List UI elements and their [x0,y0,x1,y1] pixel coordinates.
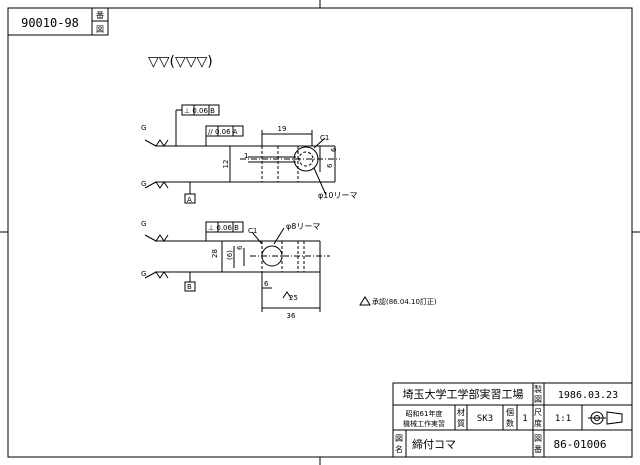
label-made-1: 製 [534,384,542,394]
dim-chamfer: C1 [320,134,329,142]
finish-mark-value: 25 [289,294,298,302]
revision-note-text: 承認(86.04.10訂正) [372,297,437,306]
bottom-view [144,221,330,312]
revision-note: 承認(86.04.10訂正) [359,296,437,306]
surface-mark-g-3: G [141,220,146,228]
label-number-1: 図 [534,434,542,443]
top-view [144,104,340,204]
tolerance-frame-parallelism: // 0.06 A [208,128,238,136]
scale-value: 1:1 [555,414,571,424]
dim-bottom-inner-height: (6) [226,250,234,260]
reversed-number-label-1: 番 [96,10,104,20]
drawing-number: 86-01006 [554,438,607,451]
surface-mark-g-1: G [141,124,146,132]
course-line-2: 機械工作実習 [403,419,445,428]
label-made-2: 図 [534,395,542,404]
part-name: 締付コマ [412,437,456,451]
label-material-2: 質 [457,418,465,428]
reversed-number-label-2: 図 [96,25,104,34]
count-value: 1 [522,414,527,424]
label-name-1: 図 [395,434,403,443]
label-count-2: 数 [506,418,514,428]
dim-bottom-width: 36 [287,312,296,320]
reversed-number-box: 90010-98 番 図 [7,7,109,36]
surface-mark-g-4: G [141,270,146,278]
reamer-top-note: φ10リーマ [318,191,357,200]
title-block [392,382,633,458]
dim-hole-dia: 6 [326,163,334,168]
label-scale-1: 尺 [534,408,542,417]
surface-mark-g-2: G [141,180,146,188]
label-material-1: 材 [457,407,465,417]
drawing-date: 1986.03.23 [558,390,618,401]
label-scale-2: 度 [534,418,542,428]
tolerance-frame-perpendicularity-1: ⊥ 0.06 B [184,107,215,115]
dim-bottom-offset: 6 [264,280,269,288]
reamer-bottom-note: φ8リーマ [286,222,320,231]
material-value: SK3 [477,414,493,424]
label-name-2: 名 [395,444,403,454]
label-count-1: 個 [506,407,514,417]
reversed-drawing-number: 90010-98 [21,16,79,30]
datum-b-label: B [187,283,192,291]
dim-chamfer-bottom: C1 [248,227,257,235]
dim-side-width: 6 [330,147,338,152]
dim-slot-width: 1 [244,152,248,160]
dim-top-width: 19 [278,125,287,133]
dim-bottom-hole-dia: 6 [236,245,244,250]
surface-finish-symbols: ▽▽(▽▽▽) [148,54,213,70]
label-number-2: 番 [534,444,542,454]
datum-a-label: A [187,196,192,204]
organization-name: 埼玉大学工学部実習工場 [403,387,524,401]
dim-bottom-height: 28 [211,249,219,258]
dim-top-height: 12 [222,160,230,169]
tolerance-frame-perpendicularity-2: ⊥ 0.06 B [208,224,239,232]
course-line-1: 昭和61年度 [406,409,443,418]
